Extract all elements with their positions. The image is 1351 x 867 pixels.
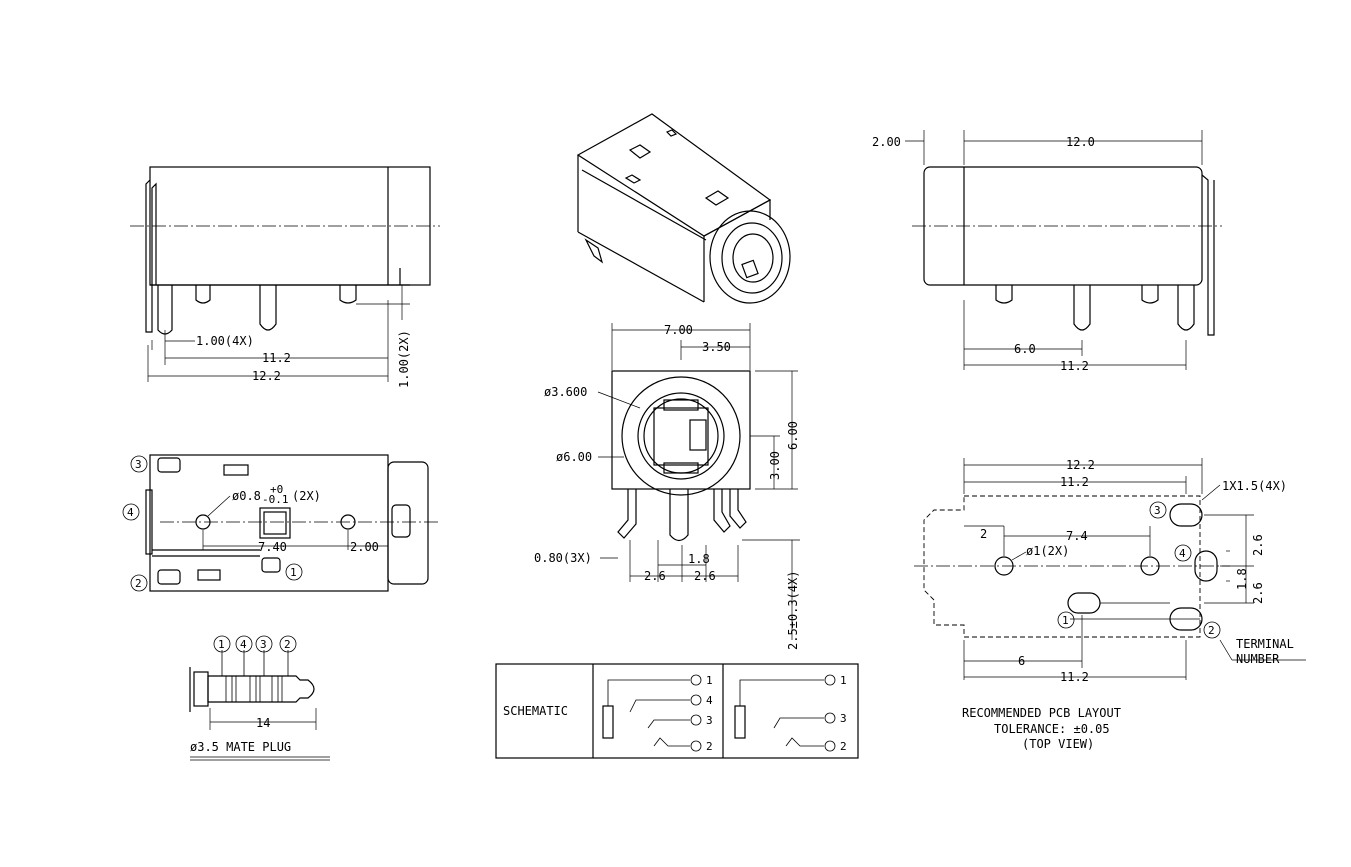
dim-front-half: 3.50: [702, 340, 731, 354]
dim-hole-tol-dn: -0.1: [262, 493, 289, 506]
terminal-label-1: TERMINAL: [1236, 637, 1294, 651]
pin-label-1: 1: [290, 566, 297, 579]
pcb-caption-1: RECOMMENDED PCB LAYOUT: [962, 706, 1121, 720]
dim-span: 11.2: [1060, 359, 1089, 373]
pcb-dim-span: 11.2: [1060, 475, 1089, 489]
pcb-pin-4: 4: [1179, 547, 1186, 560]
schem-right-pin-3: 3: [840, 712, 847, 725]
dim-hole-tol-up: +0: [270, 483, 283, 496]
schematic-title: SCHEMATIC: [503, 704, 568, 718]
dim-edge: 2.00: [350, 540, 379, 554]
pin-label-4: 4: [127, 506, 134, 519]
dim-pin-26a: 2.6: [644, 569, 666, 583]
dim-pin-26b: 2.6: [694, 569, 716, 583]
pcb-dim-hole: ø1(2X): [1026, 544, 1069, 558]
top-view: 3 4 2 1 ø0.8 +0 -0.1 (2X) 7.40 2.00: [122, 454, 440, 592]
left-side-view: 1.00(4X) 11.2 12.2 1.00(2X): [130, 166, 440, 388]
dim-offset: 2.00: [872, 135, 901, 149]
pcb-dim-18: 1.8: [1235, 568, 1249, 590]
pcb-pin-1: 1: [1062, 614, 1069, 627]
dim-pin-length: 2.5±0.3(4X): [786, 571, 800, 650]
dim-front-height: 6.00: [786, 421, 800, 450]
schem-right-pin-1: 1: [840, 674, 847, 687]
right-side-view: 2.00 12.0 6.0 11.2: [872, 130, 1222, 373]
dim-front-width: 7.00: [664, 323, 693, 337]
dim-span: 11.2: [262, 351, 291, 365]
pcb-pin-3: 3: [1154, 504, 1161, 517]
schematic-box: SCHEMATIC 1 4 3 2 1 3 2: [495, 663, 859, 759]
schem-left-pin-1: 1: [706, 674, 713, 687]
dim-total: 12.2: [252, 369, 281, 383]
pcb-dim-two: 2: [980, 527, 987, 541]
isometric-view: [576, 113, 791, 304]
dim-body: ø6.00: [556, 450, 592, 464]
pcb-caption-2: TOLERANCE: ±0.05: [994, 722, 1110, 736]
dim-front-center: 3.00: [768, 451, 782, 480]
dim-length: 12.0: [1066, 135, 1095, 149]
plug-dim-length: 14: [256, 716, 270, 730]
dim-hole: ø0.8: [232, 489, 261, 503]
terminal-label-2: NUMBER: [1236, 652, 1280, 666]
front-view: 7.00 3.50 ø3.600 ø6.00 6.00 3.00 0.80(3X…: [534, 323, 800, 650]
pcb-pin-2: 2: [1208, 624, 1215, 637]
plug-pin-2: 2: [284, 638, 291, 651]
plug-pin-4: 4: [240, 638, 247, 651]
dim-hole-count: (2X): [292, 489, 321, 503]
pcb-caption-3: (TOP VIEW): [1022, 737, 1094, 751]
dim-bore: ø3.600: [544, 385, 587, 399]
pin-label-3: 3: [135, 458, 142, 471]
schem-left-pin-3: 3: [706, 714, 713, 727]
dim-pitch: 1.00(4X): [196, 334, 254, 348]
pcb-dim-26b: 2.6: [1251, 582, 1265, 604]
dim-six: 6.0: [1014, 342, 1036, 356]
dim-pin-length: 1.00(2X): [397, 330, 411, 388]
pin-label-2: 2: [135, 577, 142, 590]
mate-plug: 1 4 3 2 14 ø3.5 MATE PLUG: [189, 635, 330, 761]
pcb-dim-total: 12.2: [1066, 458, 1095, 472]
plug-pin-3: 3: [260, 638, 267, 651]
pcb-dim-26a: 2.6: [1251, 534, 1265, 556]
schem-left-pin-2: 2: [706, 740, 713, 753]
pcb-dim-six: 6: [1018, 654, 1025, 668]
dim-pin-18: 1.8: [688, 552, 710, 566]
pcb-dim-74: 7.4: [1066, 529, 1088, 543]
pcb-dim-bottom: 11.2: [1060, 670, 1089, 684]
dim-pin-width: 0.80(3X): [534, 551, 592, 565]
plug-pin-1: 1: [218, 638, 225, 651]
schem-left-pin-4: 4: [706, 694, 713, 707]
pcb-layout: 3 4 1 2 12.2 11.2 1X1.5(4X) 2 7.4 ø1(2X)…: [914, 458, 1306, 751]
plug-caption: ø3.5 MATE PLUG: [190, 740, 291, 754]
schem-right-pin-2: 2: [840, 740, 847, 753]
dim-spacing: 7.40: [258, 540, 287, 554]
pcb-dim-slot: 1X1.5(4X): [1222, 479, 1287, 493]
